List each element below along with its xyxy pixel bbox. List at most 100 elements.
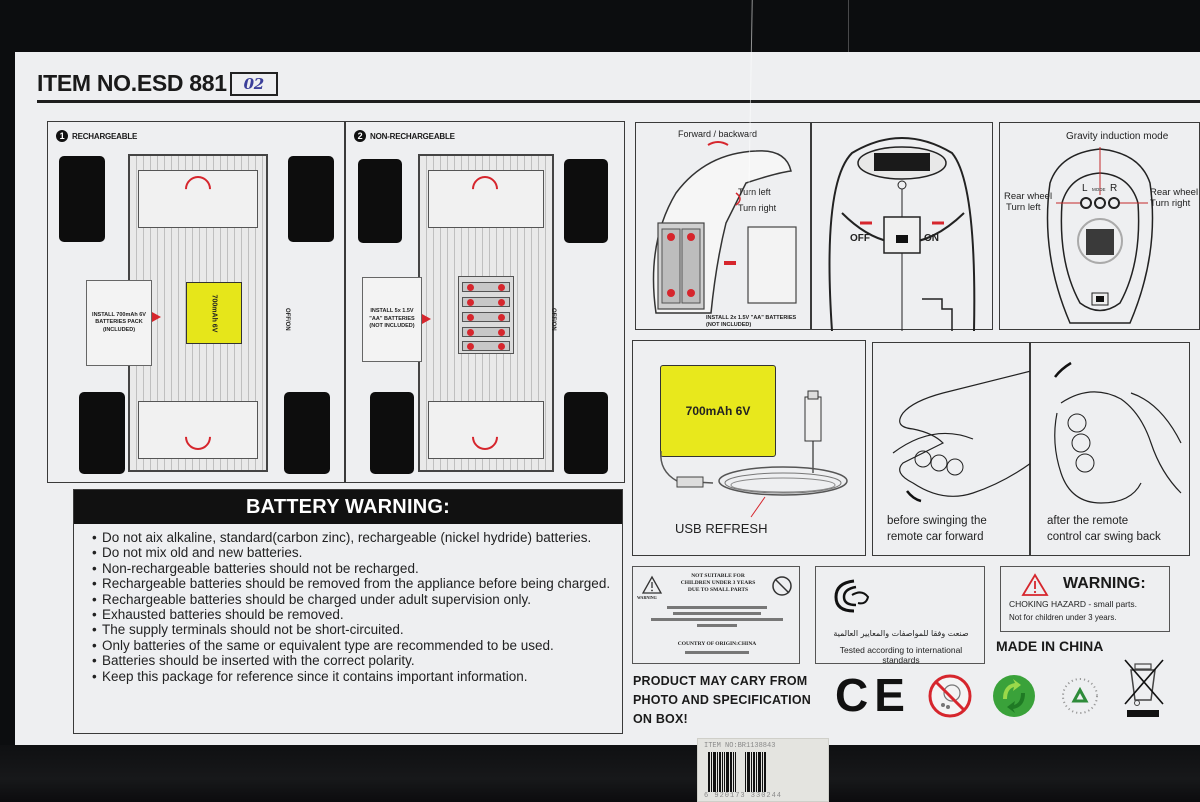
car-wheel-icon (564, 392, 608, 474)
aa-battery-icon (462, 341, 510, 351)
box-bottom-edge (0, 745, 1200, 802)
swing-forward-caption: before swinging the remote car forward (887, 515, 987, 543)
small-parts-warning-box: WARNING NOT SUITABLE FOR CHILDREN UNDER … (632, 566, 800, 664)
car-wheel-icon (284, 392, 330, 474)
item-number: ITEM NO.ESD 881 (37, 70, 227, 96)
title-divider (37, 100, 1200, 103)
car-chassis-diagram (128, 154, 268, 472)
warning-item: Batteries should be inserted with the co… (92, 653, 622, 669)
controller-side-diagram (652, 141, 797, 314)
choking-hazard-warning: WARNING: CHOKING HAZARD - small parts. N… (1000, 566, 1170, 632)
mode-left-letter: L (1082, 183, 1088, 194)
aa-battery-tray (458, 276, 514, 354)
swing-back-caption: after the remote control car swing back (1047, 515, 1161, 543)
battery-pack-icon: 700mAh 6V (660, 365, 776, 457)
gravity-mode-label: Gravity induction mode (1066, 131, 1169, 142)
battery-warning-list: Do not aix alkaline, standard(carbon zin… (74, 524, 622, 684)
battery-warning-title: BATTERY WARNING: (74, 490, 622, 524)
car-wheel-icon (59, 156, 105, 242)
usb-refresh-label: USB REFRESH (675, 521, 768, 536)
warning-item: Non-rechargeable batteries should not be… (92, 561, 622, 577)
aa-battery-icon (462, 327, 510, 337)
rear-wheel-right-label: Rear wheel Turn right (1150, 187, 1199, 209)
standards-english-text: Tested according to international standa… (839, 645, 963, 665)
rear-wheel-left-label: Rear wheel Turn left (1004, 191, 1053, 213)
ce-mark-icon: CE (835, 669, 911, 721)
controller-bottom-diagram (828, 137, 976, 331)
panel-swing-forward: before swinging the remote car forward (872, 342, 1031, 556)
panel-non-rechargeable-heading: 2 NON-RECHARGEABLE (354, 130, 455, 142)
warning-item: Rechargeable batteries should be charged… (92, 592, 622, 608)
choking-warning-title: WARNING: (1063, 575, 1146, 592)
car-wheel-icon (79, 392, 125, 474)
panel-controller-batteries: Forward / backward Turn left Turn right … (635, 122, 811, 330)
step-number-badge: 2 (354, 130, 366, 142)
rear-axle-housing (138, 401, 258, 459)
car-chassis-diagram (418, 154, 554, 472)
panel-non-rechargeable: 2 NON-RECHARGEABLE INSTALL 5x 1.5V "AA" … (345, 121, 625, 483)
rear-axle-housing (428, 401, 544, 459)
insert-arrow-icon (422, 314, 431, 324)
controller-battery-note: INSTALL 2x 1.5V "AA" BATTERIES (NOT INCL… (706, 315, 797, 329)
barcode-sticker: ITEM NO:BR1138843 6 920173 330244 (697, 738, 829, 802)
panel-title: RECHARGEABLE (72, 131, 138, 141)
warning-triangle-icon (641, 575, 663, 594)
mode-center-label: MODE (1092, 187, 1106, 192)
step-number-badge: 1 (56, 130, 68, 142)
small-parts-english: NOT SUITABLE FOR CHILDREN UNDER 3 YEARS … (680, 573, 756, 594)
warning-item: Keep this package for reference since it… (92, 669, 622, 685)
arabic-warning-text (647, 603, 787, 630)
panel-usb-charging: 700mAh 6V USB REFRESH (632, 340, 866, 556)
panel-rechargeable: 1 RECHARGEABLE 700mAh 6V INSTALL 700mAh … (47, 121, 345, 483)
no-under-3-icon (772, 576, 792, 596)
front-axle-housing (138, 170, 258, 228)
install-instruction-card: INSTALL 5x 1.5V "AA" BATTERIES (NOT INCL… (362, 277, 422, 362)
please-recycle-icon (1062, 678, 1098, 714)
product-label: ITEM NO.ESD 881 02 1 RECHARGEABLE 700mAh… (15, 52, 1200, 747)
country-of-origin: COUNTRY OF ORIGIN:CHINA (677, 641, 757, 647)
controller-top-diagram (1046, 147, 1154, 324)
barcode-bars (698, 750, 828, 792)
forward-backward-label: Forward / backward (678, 129, 758, 139)
handwritten-suffix: 02 (229, 71, 278, 96)
item-number-heading: ITEM NO.ESD 881 02 (37, 70, 278, 97)
panel-rechargeable-heading: 1 RECHARGEABLE (56, 130, 137, 142)
warning-item: The supply terminals should not be short… (92, 622, 622, 638)
warning-word: WARNING (637, 595, 657, 600)
warning-item: Do not aix alkaline, standard(carbon zin… (92, 530, 622, 546)
turn-left-label: Turn left (738, 187, 771, 197)
usb-cable-icon (660, 390, 848, 518)
box-crease (848, 0, 849, 52)
battery-pack-icon: 700mAh 6V (186, 282, 242, 344)
panel-controller-mode: Gravity induction mode L MODE R Rear whe… (999, 122, 1200, 330)
aa-battery-icon (462, 312, 510, 322)
panel-title: NON-RECHARGEABLE (370, 131, 455, 141)
car-wheel-icon (288, 156, 334, 242)
on-label: ON (924, 233, 939, 244)
car-wheel-icon (564, 159, 608, 243)
arabic-origin-text (685, 651, 749, 654)
battery-warning-section: BATTERY WARNING: Do not aix alkaline, st… (73, 489, 623, 734)
warning-item: Rechargeable batteries should be removed… (92, 576, 622, 592)
warning-item: Exhausted batteries should be removed. (92, 607, 622, 623)
hand-holding-controller-illustration (1054, 361, 1182, 504)
panel-swing-back: after the remote control car swing back (1030, 342, 1190, 556)
standards-arabic-text: صنعت وفقا للمواصفات والمعايير العالمية (833, 629, 969, 638)
insert-arrow-icon (152, 312, 161, 322)
car-wheel-icon (358, 159, 402, 243)
no-small-children-icon (928, 674, 972, 718)
choking-warning-line1: CHOKING HAZARD - small parts. (1009, 599, 1137, 609)
aa-battery-icon (462, 282, 510, 292)
hand-holding-controller-illustration (892, 370, 1031, 503)
warning-item: Only batteries of the same or equivalent… (92, 638, 622, 654)
green-dot-icon (993, 675, 1035, 717)
standards-logo-icon (834, 579, 870, 613)
weee-crossed-bin-icon (1124, 659, 1164, 717)
warning-item: Do not mix old and new batteries. (92, 545, 622, 561)
car-wheel-icon (370, 392, 414, 474)
product-variation-note: PRODUCT MAY CARY FROM PHOTO AND SPECIFIC… (633, 674, 811, 726)
install-instruction-card: INSTALL 700mAh 6V BATTERIES PACK (INCLUD… (86, 280, 152, 366)
standards-box: صنعت وفقا للمواصفات والمعايير العالمية T… (815, 566, 985, 665)
front-axle-housing (428, 170, 544, 228)
turn-right-label: Turn right (738, 203, 777, 213)
